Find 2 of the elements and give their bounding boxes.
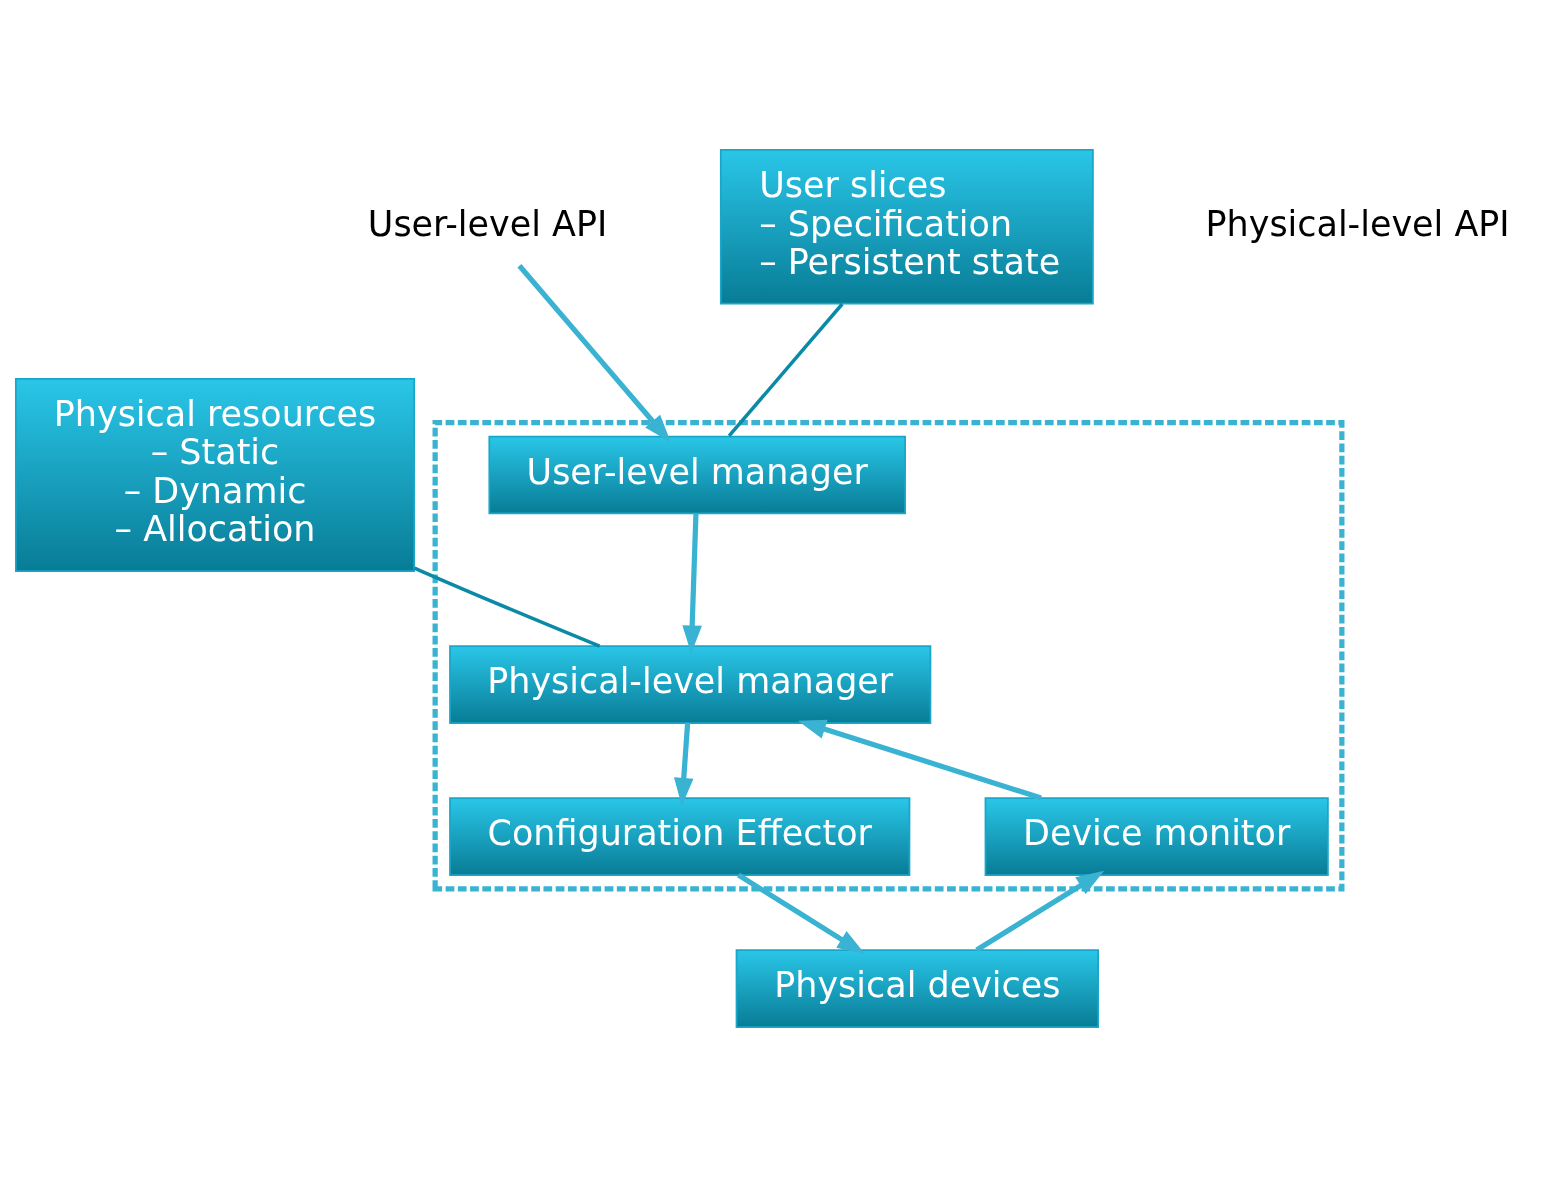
label: Physical-level API <box>1205 203 1510 244</box>
node-text: User-level API <box>367 203 608 244</box>
